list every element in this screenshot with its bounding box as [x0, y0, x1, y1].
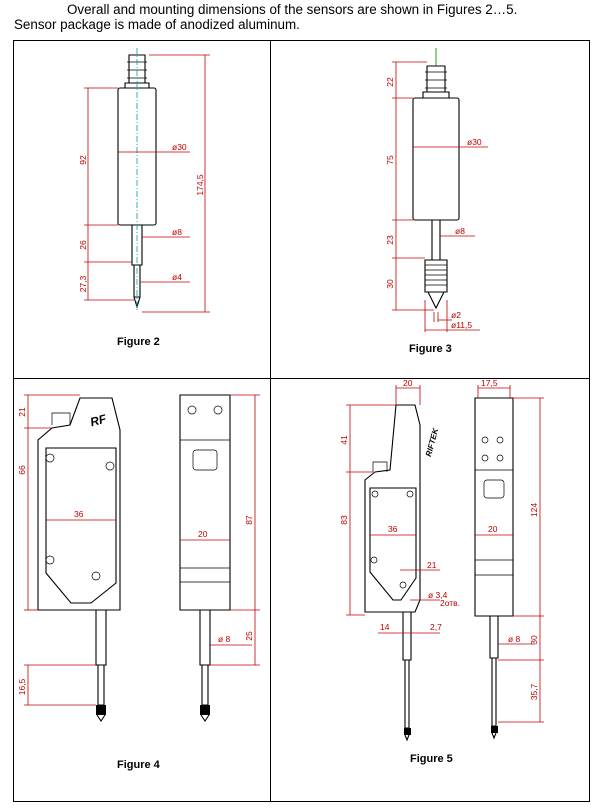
figure-4-drawing: RF 21 66	[17, 394, 260, 722]
grid-divider-vertical	[270, 40, 271, 802]
intro-line-1: Overall and mounting dimensions of the s…	[67, 2, 518, 17]
fig5-dim-124: 124	[529, 503, 539, 517]
fig5-dim-36: 36	[388, 524, 398, 534]
figure-3-caption: Figure 3	[409, 343, 452, 355]
fig5-dim-d8: ø 8	[508, 634, 521, 644]
fig4-dim-21: 21	[17, 407, 27, 417]
grid-divider-horizontal	[13, 378, 590, 379]
fig5-dim-14: 14	[380, 622, 390, 632]
figure-2-drawing: 92 26 27,3 174,5 ø30 ø8 ø4	[78, 48, 210, 313]
fig2-dim-d4: ø4	[172, 272, 182, 282]
fig4-dim-16-5: 16,5	[17, 678, 27, 695]
fig4-dim-25: 25	[244, 631, 254, 641]
figure-5-caption: Figure 5	[410, 753, 453, 765]
fig5-dim-2-7: 2,7	[430, 622, 442, 632]
fig5-dim-2-holes: 2отв.	[440, 598, 460, 608]
fig4-dim-36: 36	[74, 509, 84, 519]
fig2-dim-92: 92	[78, 155, 88, 165]
fig4-dim-d8: ø 8	[218, 634, 231, 644]
fig3-dim-23: 23	[385, 235, 395, 245]
fig5-riftek-logo: RIFTEK	[424, 426, 440, 457]
fig3-dim-22: 22	[385, 77, 395, 87]
fig5-dim-d3-4: ø 3,4	[428, 590, 448, 600]
figure-2-caption: Figure 2	[117, 336, 160, 348]
fig2-dim-174-5: 174,5	[195, 174, 205, 196]
fig4-dim-66: 66	[17, 465, 27, 475]
fig5-dim-41: 41	[339, 435, 349, 445]
figure-4-caption: Figure 4	[117, 759, 160, 771]
fig5-dim-30: 30	[529, 635, 539, 645]
fig4-rf-logo: RF	[89, 411, 109, 429]
fig5-dim-35-7: 35,7	[529, 683, 539, 700]
figure-3-drawing: 22 75 23 30 ø30 ø8 ø2 ø11,5	[385, 48, 488, 332]
fig2-dim-26: 26	[78, 240, 88, 250]
intro-text: Overall and mounting dimensions of the s…	[14, 2, 594, 32]
fig3-dim-d11-5: ø11,5	[451, 320, 472, 330]
fig5-dim-20: 20	[403, 378, 413, 388]
fig4-dim-20: 20	[198, 529, 208, 539]
figure-grid	[13, 40, 590, 802]
fig3-dim-75: 75	[385, 155, 395, 165]
fig5-dim-20-side: 20	[488, 524, 498, 534]
fig3-dim-30: 30	[385, 279, 395, 289]
fig5-dim-21: 21	[427, 560, 437, 570]
fig5-dim-83: 83	[339, 515, 349, 525]
fig3-dim-d2: ø2	[451, 310, 461, 320]
fig3-dim-d8: ø8	[455, 226, 465, 236]
fig3-dim-d30: ø30	[467, 137, 482, 147]
fig2-dim-d8: ø8	[172, 227, 182, 237]
fig2-dim-27-3: 27,3	[78, 275, 88, 292]
fig2-dim-d30: ø30	[172, 142, 187, 152]
intro-line-2: Sensor package is made of anodized alumi…	[14, 17, 300, 32]
fig5-dim-17-5: 17,5	[481, 378, 498, 388]
figure-5-drawing: RIFTEK	[339, 378, 544, 742]
fig4-dim-87: 87	[244, 515, 254, 525]
